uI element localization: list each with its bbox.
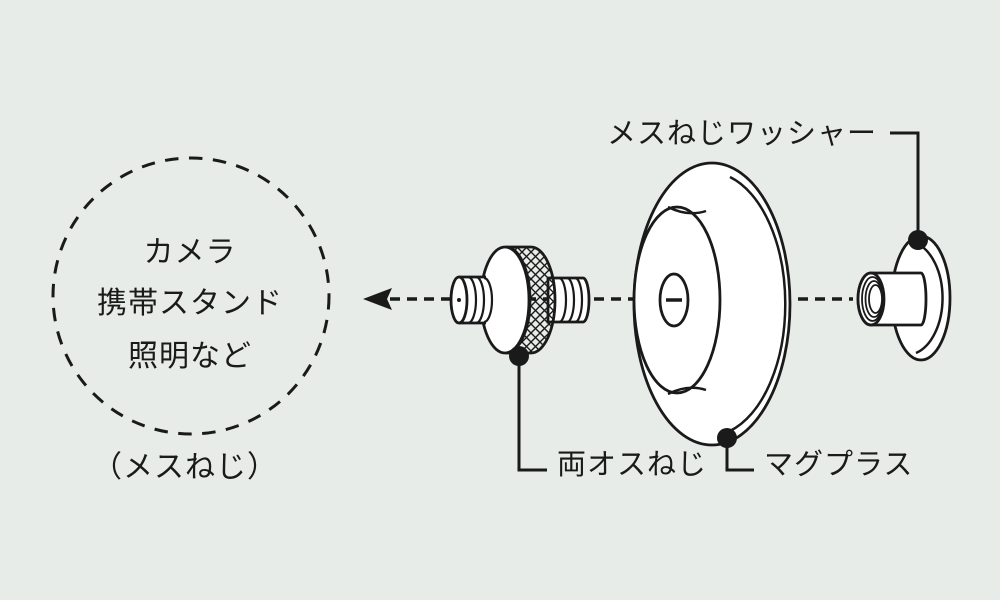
target-line-1: カメラ [144,236,237,269]
target-line-3: 照明など [128,340,252,373]
double-male-screw-drawing [449,245,591,366]
washer-label-leader-line [890,131,920,238]
screw-right-thread-lines [558,276,584,324]
target-line-2: 携帯スタンド [97,287,283,320]
washer-rim-inner-edge [915,241,944,355]
screw-left-thread-lines [467,275,494,325]
base-label-anchor-dot [717,428,737,448]
base-rim-inner-edge [729,175,787,433]
screw-label-leader-line [517,360,547,472]
screw-tip-center-mark [457,298,461,302]
direction-arrow-icon [363,288,392,310]
screw-left-stud-edges [459,275,486,325]
label-screw: 両オスねじ [557,449,707,481]
base-bottom-fillet-curve [667,386,707,396]
screw-right-stud [546,276,591,324]
washer-thread-ring-3 [868,284,883,314]
magplus-base-drawing [632,161,792,448]
base-label-leader-line [725,444,754,472]
washer-drawing [856,230,952,362]
target-caption: （メスねじ） [92,451,278,484]
label-washer: メスねじワッシャー [607,118,877,150]
base-top-fillet-curve [667,205,707,215]
screw-label-anchor-dot [509,346,529,366]
target-devices-dashed-circle [51,156,331,436]
label-base: マグプラス [764,448,913,481]
washer-label-anchor-dot [908,230,928,250]
target-devices-group: カメラ 携帯スタンド 照明など （メスねじ） [51,156,331,484]
